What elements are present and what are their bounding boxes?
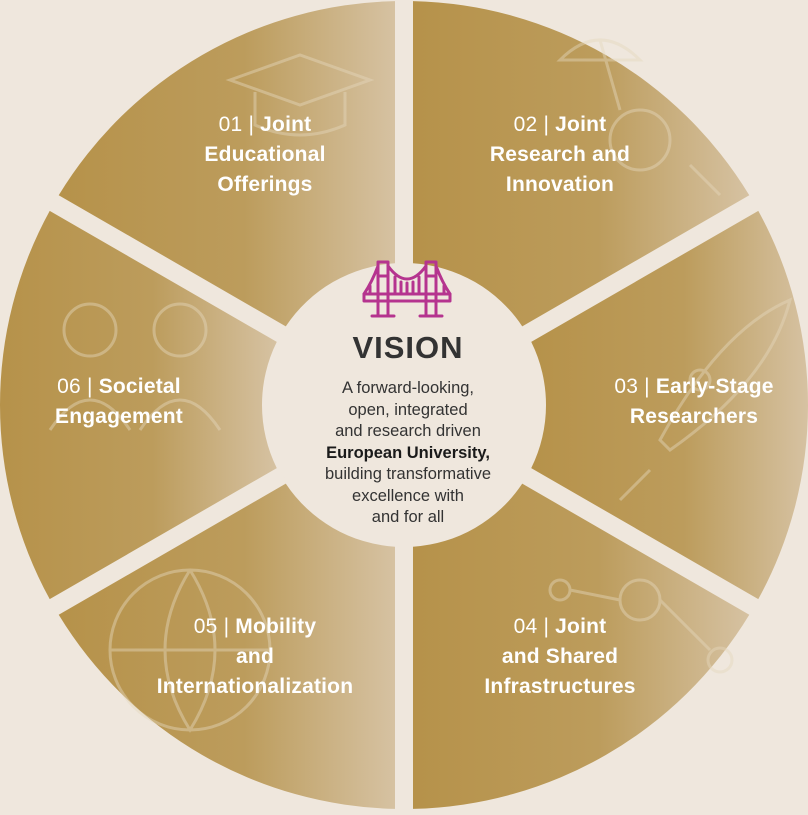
segment-06-wedge [0, 210, 277, 600]
segment-06-title-line-2: Engagement [54, 405, 184, 428]
segment-04-title-line-1: Joint [555, 615, 607, 638]
segment-02-label: 02 | Joint Research and Innovation [440, 110, 680, 200]
segment-03-title-line-1: Early-Stage [655, 375, 774, 398]
segment-05-title-line-2: and [236, 645, 274, 668]
segment-06-number: 06 [57, 375, 81, 398]
segment-02-title-line-1: Joint [555, 113, 607, 136]
segment-01-label: 01 | Joint Educational Offerings [150, 110, 380, 200]
segment-02-title-line-3: Innovation [505, 173, 615, 196]
vision-line-3: and research driven [335, 422, 481, 440]
graduation-cap-icon [225, 53, 375, 137]
segment-04-label: 04 | Joint and Shared Infrastructures [440, 612, 680, 702]
segment-02-wedge [412, 1, 750, 327]
people-icon [48, 302, 222, 431]
segment-03-separator: | [644, 375, 650, 398]
vision-line-4: European University, [326, 443, 490, 462]
vision-line-2: open, integrated [348, 400, 468, 419]
segment-05-label: 05 | Mobility and Internationalization [125, 612, 385, 702]
segment-03-label: 03 | Early-Stage Researchers [580, 372, 808, 432]
center-disc [264, 265, 544, 545]
segment-06-title-line-1: Societal [98, 375, 181, 398]
segment-01-wedge [58, 1, 396, 327]
segment-05-number: 05 [193, 615, 218, 638]
bridge-icon [362, 260, 452, 318]
rocket-icon [618, 297, 793, 502]
vision-center: VISION A forward-looking, open, integrat… [288, 250, 528, 560]
globe-icon [108, 568, 272, 733]
segment-03-title-line-2: Researchers [629, 405, 759, 428]
segment-04-title-line-3: Infrastructures [484, 675, 636, 698]
lamp-magnifier-icon [556, 38, 722, 197]
segment-04-separator: | [543, 615, 550, 638]
segment-06-separator: | [86, 375, 93, 398]
vision-line-6: excellence with [352, 486, 464, 505]
segment-05-title-line-1: Mobility [235, 615, 317, 638]
segment-06-label: 06 | Societal Engagement [14, 372, 224, 432]
segment-05-wedge [58, 483, 396, 809]
vision-title: VISION [352, 330, 464, 365]
segment-01-title-line-3: Offerings [217, 173, 313, 196]
segment-05-separator: | [223, 615, 230, 638]
segment-01-separator: | [248, 113, 255, 136]
vision-line-7: and for all [371, 508, 445, 526]
segment-05-title-line-3: Internationalization [156, 675, 354, 698]
segment-02-title-line-2: Research and [489, 143, 631, 166]
segment-02-separator: | [543, 113, 550, 136]
segment-03-wedge [531, 210, 808, 600]
segment-04-title-line-2: and Shared [501, 645, 619, 668]
segment-01-title-line-2: Educational [204, 143, 326, 166]
segment-01-title-line-1: Joint [260, 113, 312, 136]
vision-line-5: building transformative [325, 465, 491, 483]
vision-line-1: A forward-looking, [341, 379, 475, 397]
segment-01-number: 01 [218, 113, 243, 136]
segment-04-number: 04 [513, 615, 538, 638]
segment-03-number: 03 [614, 375, 639, 398]
vision-statement: A forward-looking, open, integrated and … [288, 378, 528, 529]
segment-04-wedge [412, 483, 750, 809]
segment-02-number: 02 [513, 113, 538, 136]
network-icon [548, 578, 734, 674]
